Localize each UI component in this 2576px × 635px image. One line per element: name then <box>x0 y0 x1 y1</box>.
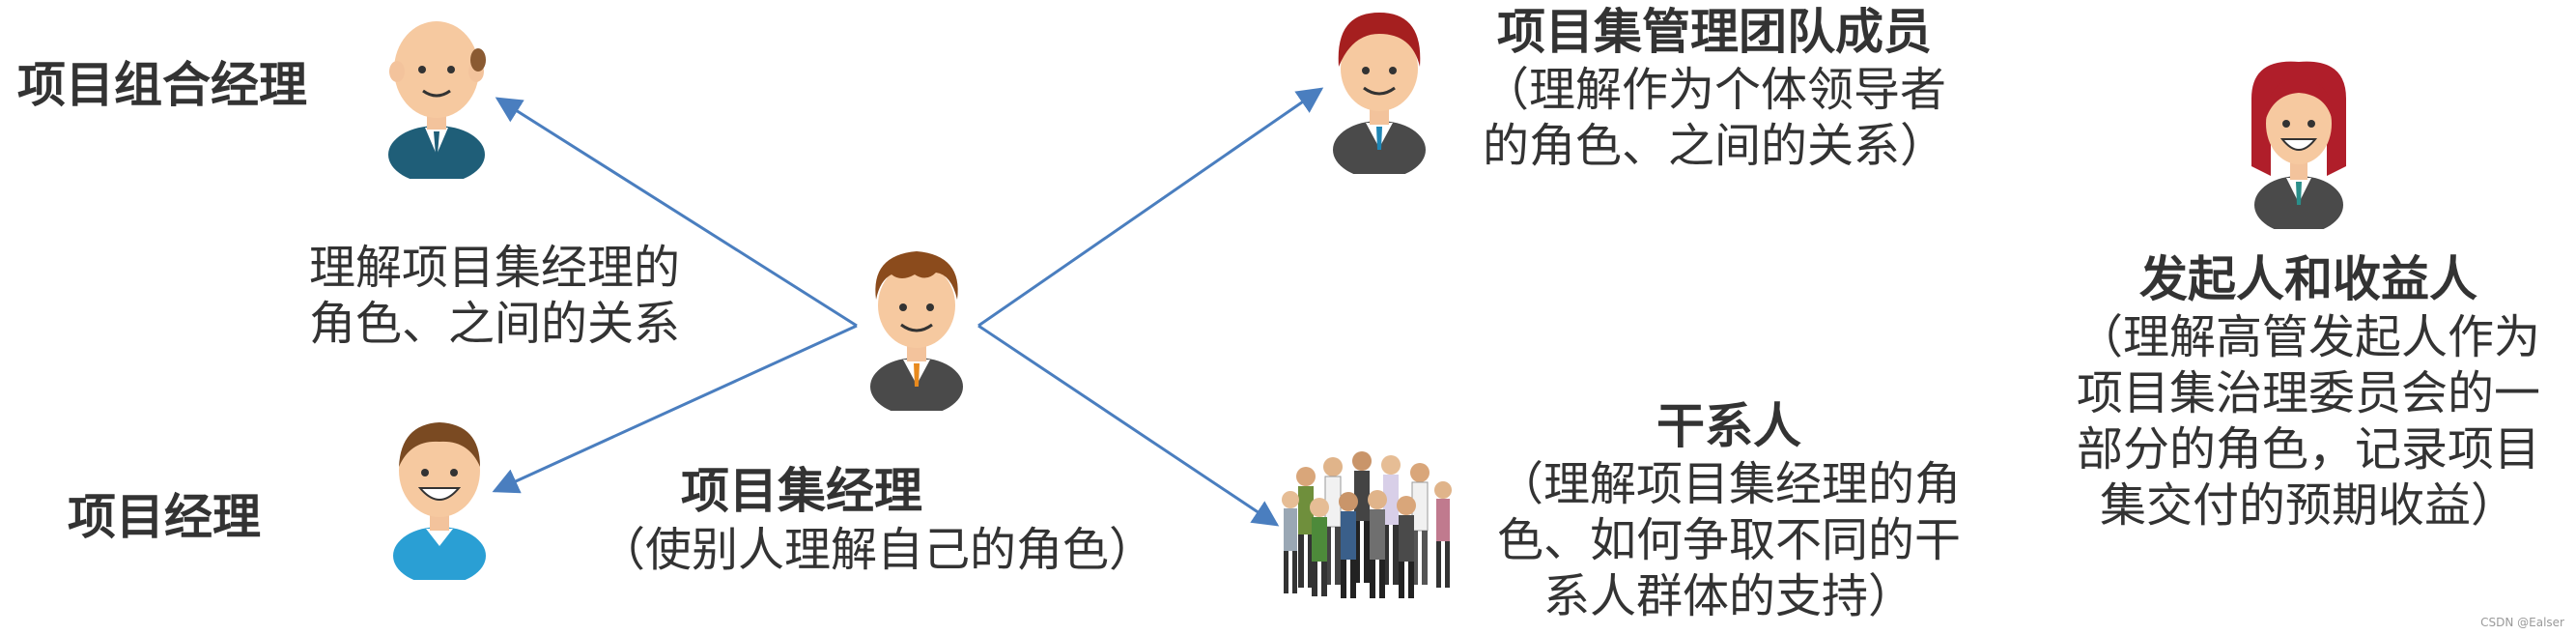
stakeholders-desc-line2: 色、如何争取不同的干 <box>1496 513 1961 567</box>
team-members-title: 项目集管理团队成员 <box>1497 4 1932 60</box>
sponsors-desc-line4: 集交付的预期收益） <box>2099 478 2517 533</box>
arrow-to-team-members <box>977 87 1324 328</box>
sponsor-avatar <box>2251 61 2346 229</box>
project-manager-title: 项目经理 <box>68 489 261 545</box>
relation-left-line1: 理解项目集经理的 <box>309 241 681 295</box>
team-member-avatar <box>1333 13 1426 174</box>
program-manager-desc: （使别人理解自己的角色） <box>599 523 1156 577</box>
arrow-to-project-manager <box>492 324 858 494</box>
sponsors-title: 发起人和收益人 <box>2139 251 2477 307</box>
arrow-to-stakeholders <box>977 324 1280 527</box>
team-members-desc-line1: （理解作为个体领导者 <box>1482 63 1946 117</box>
sponsors-desc-line3: 部分的角色，记录项目 <box>2076 422 2540 476</box>
stakeholders-desc-line1: （理解项目集经理的角 <box>1496 457 1961 511</box>
project-manager-avatar <box>393 422 486 580</box>
portfolio-manager-avatar <box>388 21 486 179</box>
sponsors-block: 发起人和收益人 （理解高管发起人作为 项目集治理委员会的一 部分的角色，记录项目… <box>2048 249 2569 534</box>
stakeholder-group-icon <box>1282 451 1452 598</box>
program-manager-avatar <box>870 251 963 411</box>
team-members-block: 项目集管理团队成员 （理解作为个体领导者 的角色、之间的关系） <box>1454 2 1975 174</box>
program-manager-title: 项目集经理 <box>681 463 922 519</box>
stakeholders-block: 干系人 （理解项目集经理的角 色、如何争取不同的干 系人群体的支持） <box>1468 396 1990 624</box>
arrow-to-portfolio-manager <box>495 97 858 328</box>
relation-left-text: 理解项目集经理的 角色、之间的关系 <box>309 240 680 352</box>
team-members-desc-line2: 的角色、之间的关系） <box>1482 119 1946 173</box>
portfolio-manager-title: 项目组合经理 <box>17 57 307 113</box>
sponsors-desc-line2: 项目集治理委员会的一 <box>2076 366 2540 420</box>
watermark: CSDN @Ealser <box>2480 616 2564 629</box>
program-manager-block: 项目集经理 （使别人理解自己的角色） <box>599 452 1156 578</box>
stakeholders-desc-line3: 系人群体的支持） <box>1543 569 1914 623</box>
stakeholders-title: 干系人 <box>1656 398 1801 454</box>
sponsors-desc-line1: （理解高管发起人作为 <box>2076 310 2540 364</box>
relation-left-line2: 角色、之间的关系 <box>309 297 681 351</box>
